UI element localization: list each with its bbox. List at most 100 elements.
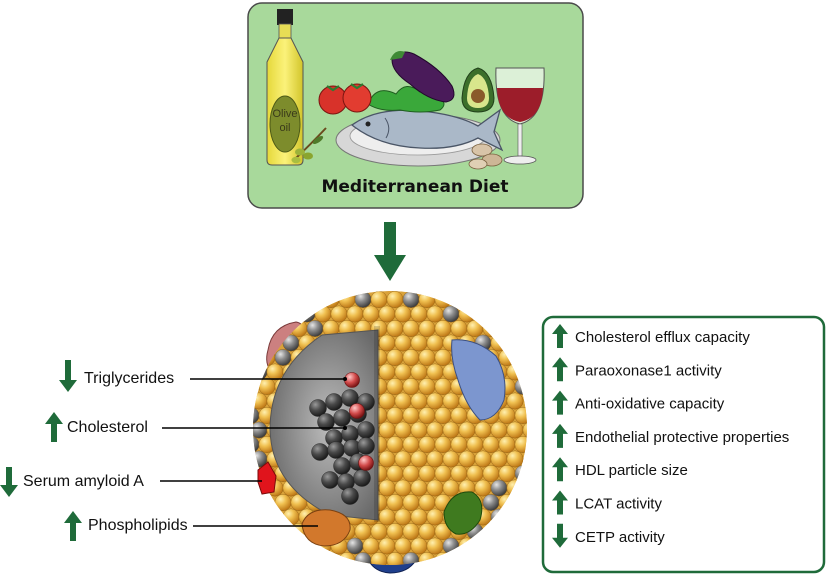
- phospholipid-ball: [514, 465, 527, 482]
- phospholipid-ball: [434, 465, 452, 482]
- main-down-arrow-icon: [374, 222, 406, 281]
- phospholipid-ball: [434, 291, 452, 308]
- phospholipid-ball: [434, 407, 452, 424]
- hdl-function-text: Anti-oxidative capacity: [575, 396, 725, 413]
- phospholipid-ball: [506, 421, 524, 439]
- phospholipid-ball: [434, 349, 452, 366]
- core-lipid-ball: [357, 421, 375, 439]
- triglyceride-ball: [344, 372, 360, 388]
- phospholipid-ball: [346, 537, 364, 555]
- phospholipid-ball: [490, 450, 508, 468]
- phospholipid-ball: [418, 523, 436, 540]
- phospholipid-ball: [322, 291, 340, 308]
- hdl-function-item: Paraoxonase1 activity: [552, 357, 722, 382]
- phospholipid-ball: [482, 494, 500, 511]
- phospholipid-ball: [434, 552, 452, 565]
- phospholipid-ball: [410, 334, 428, 352]
- phospholipid-ball: [410, 508, 428, 526]
- phospholipid-ball: [418, 465, 436, 482]
- phospholipid-ball: [253, 392, 268, 410]
- phospholipid-ball: [498, 494, 516, 511]
- core-lipid-ball: [311, 443, 329, 461]
- phospholipid-ball: [386, 494, 404, 511]
- phospholipid-ball: [410, 421, 428, 439]
- phospholipid-ball: [410, 363, 428, 381]
- phospholipid-ball: [378, 508, 396, 526]
- phospholipid-ball: [506, 479, 524, 497]
- phospholipid-ball: [450, 465, 468, 482]
- phospholipid-ball: [490, 508, 508, 526]
- phospholipid-ball: [514, 407, 527, 424]
- phospholipid-ball: [442, 479, 460, 497]
- phospholipid-ball: [402, 465, 420, 482]
- hdl-function-box-border: [541, 315, 826, 574]
- phospholipid-ball: [498, 407, 516, 424]
- phospholipid-ball: [506, 392, 524, 410]
- phospholipid-ball: [426, 305, 444, 323]
- phospholipid-ball: [378, 305, 396, 323]
- phospholipids-up-arrow-icon: [64, 511, 82, 541]
- phospholipid-ball: [386, 378, 404, 395]
- phospholipid-ball: [394, 450, 412, 468]
- phospholipid-ball: [253, 421, 268, 439]
- phospholipid-ball: [274, 349, 292, 366]
- phospholipid-ball: [338, 552, 356, 565]
- phospholipid-ball: [426, 392, 444, 410]
- phospholipid-ball: [426, 508, 444, 526]
- down-arrow-icon: [552, 523, 568, 548]
- phospholipid-ball: [418, 349, 436, 366]
- phospholipid-ball: [402, 378, 420, 395]
- phospholipid-ball: [386, 320, 404, 337]
- phospholipid-ball: [458, 305, 476, 323]
- up-arrow-icon: [552, 390, 568, 415]
- label-serum-amyloid-a: Serum amyloid A: [0, 467, 262, 497]
- phospholipid-ball: [522, 421, 527, 439]
- phospholipid-ball: [394, 392, 412, 410]
- phospholipid-ball: [386, 436, 404, 453]
- phospholipid-ball: [442, 537, 460, 555]
- phospholipids-text: Phospholipids: [88, 517, 188, 534]
- phospholipid-ball: [498, 436, 516, 453]
- phospholipid-ball: [490, 334, 508, 352]
- phospholipid-ball: [378, 392, 396, 410]
- phospholipid-ball: [458, 421, 476, 439]
- bottle-label-line1: Olive: [272, 108, 297, 120]
- hdl-function-text: Endothelial protective properties: [575, 429, 789, 446]
- avocado-icon: [461, 67, 495, 113]
- phospholipid-ball: [402, 349, 420, 366]
- triglyceride-ball: [349, 403, 365, 419]
- cholesterol-up-arrow-icon: [45, 412, 63, 442]
- phospholipid-ball: [434, 320, 452, 337]
- phospholipid-ball: [346, 305, 364, 323]
- phospholipid-ball: [410, 392, 428, 410]
- phospholipid-ball: [418, 291, 436, 308]
- phospholipid-ball: [378, 450, 396, 468]
- hdl-function-item: Anti-oxidative capacity: [552, 390, 725, 415]
- serum-amyloid-a-down-arrow-icon: [0, 467, 18, 497]
- phospholipid-ball: [253, 407, 260, 424]
- phospholipid-ball: [354, 291, 372, 308]
- phospholipid-ball: [386, 349, 404, 366]
- phospholipid-ball: [386, 523, 404, 540]
- core-lipid-ball: [357, 437, 375, 455]
- diet-title: Mediterranean Diet: [321, 177, 508, 197]
- hdl-particle: [253, 291, 527, 574]
- phospholipid-ball: [426, 334, 444, 352]
- phospholipid-ball: [394, 363, 412, 381]
- lipid-core: [309, 372, 375, 505]
- phospholipid-ball: [378, 421, 396, 439]
- label-triglycerides: Triglycerides: [59, 360, 345, 392]
- hdl-function-item: Cholesterol efflux capacity: [552, 324, 750, 348]
- phospholipid-ball: [410, 537, 428, 555]
- phospholipid-ball: [450, 436, 468, 453]
- phospholipid-ball: [418, 552, 436, 565]
- phospholipid-ball: [402, 523, 420, 540]
- phospholipid-ball: [402, 436, 420, 453]
- phospholipid-ball: [426, 537, 444, 555]
- cholesterol-text: Cholesterol: [67, 419, 148, 436]
- phospholipid-ball: [434, 378, 452, 395]
- phospholipid-ball: [466, 465, 484, 482]
- phospholipid-ball: [442, 392, 460, 410]
- phospholipid-ball: [330, 305, 348, 323]
